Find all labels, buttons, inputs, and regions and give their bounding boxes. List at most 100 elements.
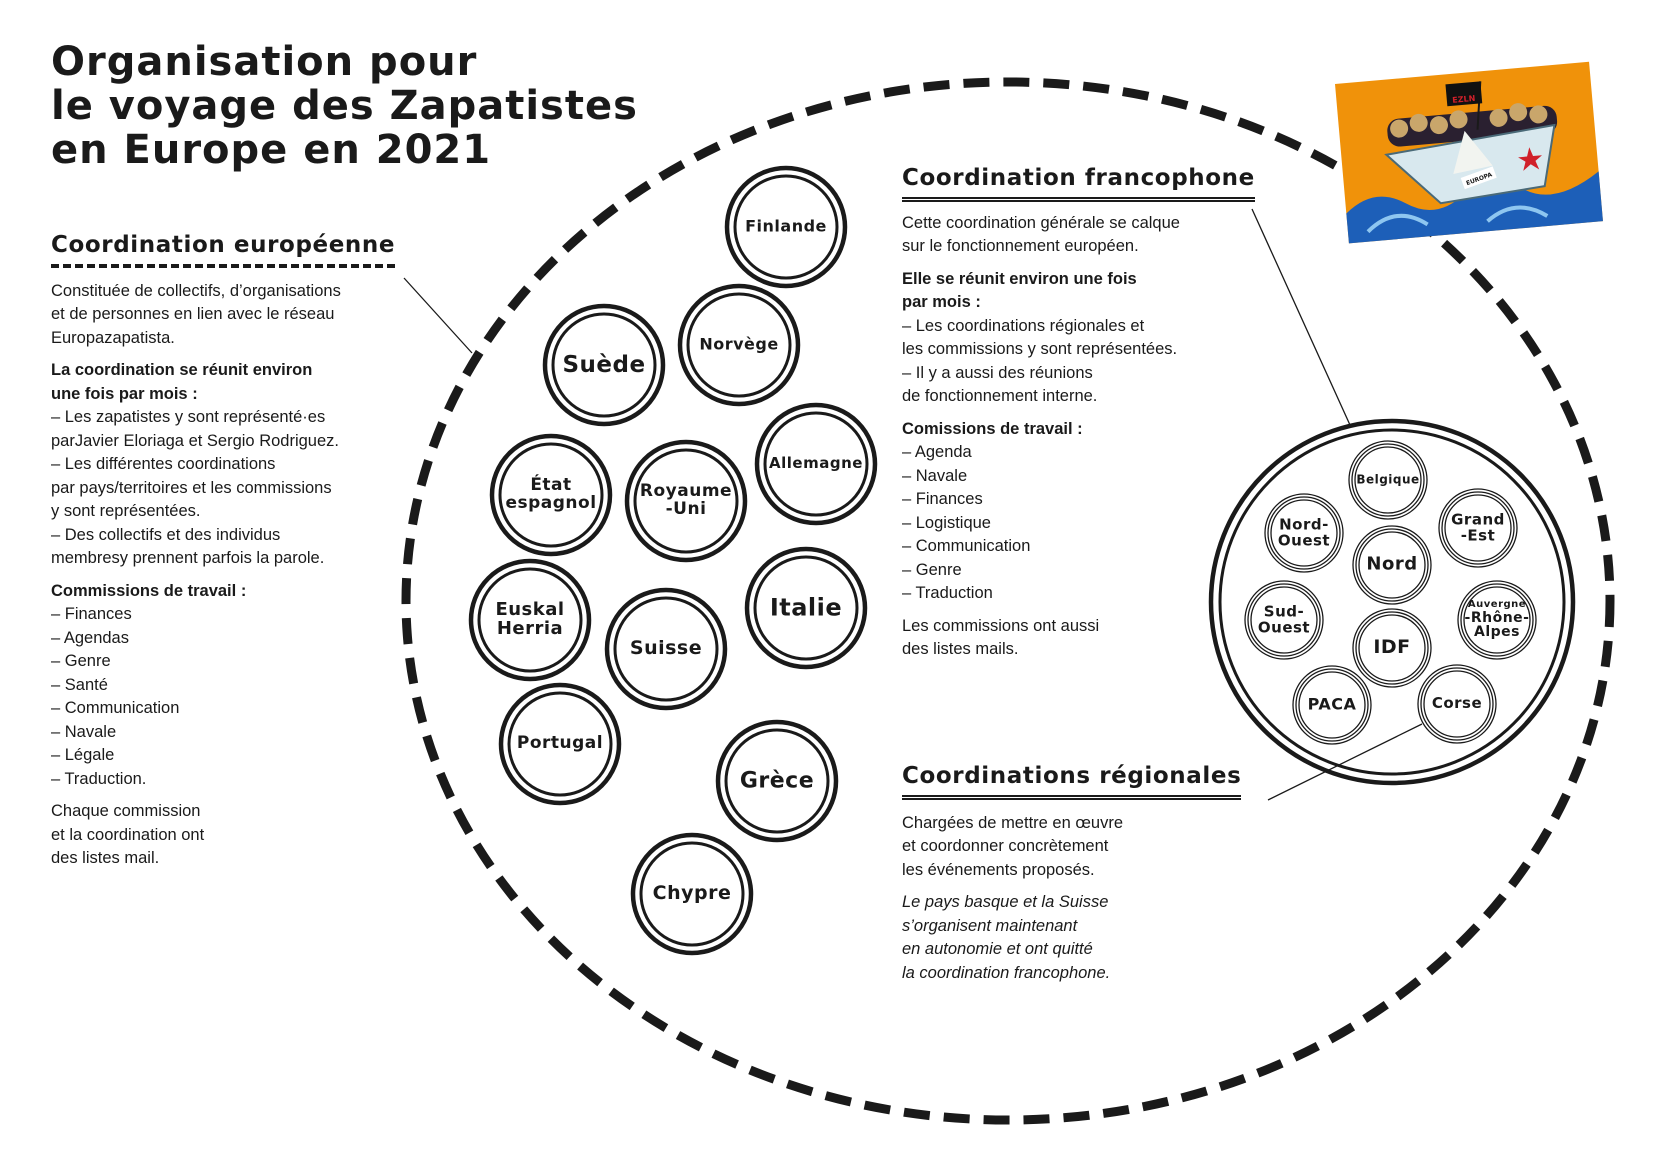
connector-regional <box>1267 723 1423 801</box>
text-line: par pays/territoires et les commissions <box>51 478 332 497</box>
region-node <box>1352 608 1432 688</box>
country-node <box>724 165 848 289</box>
text-line: – Genre <box>902 560 962 579</box>
country-label: Suède <box>562 351 646 378</box>
text-line: – Finances <box>51 605 132 623</box>
country-node <box>754 402 878 526</box>
text-line: Les commissions ont aussi <box>902 616 1100 635</box>
european-heading: Coordination européenne <box>51 233 396 268</box>
region-label: Nord-Ouest <box>1277 515 1331 549</box>
country-label: Allemagne <box>769 454 863 473</box>
region-node <box>1292 665 1372 745</box>
text-line: Elle se réunit environ une fois <box>902 269 1137 288</box>
region-node <box>1244 580 1324 660</box>
text-line: des listes mails. <box>902 640 1019 658</box>
european-commissions: Commissions de travail :– Finances– Agen… <box>51 580 395 792</box>
text-line: – Les coordinations régionales et <box>902 316 1145 335</box>
title-line: en Europe en 2021 <box>51 127 492 173</box>
text-line: La coordination se réunit environ <box>51 361 313 379</box>
region-node <box>1264 493 1344 573</box>
text-line: – Les différentes coordinations <box>51 455 276 473</box>
text-line: – Communication <box>902 537 1031 555</box>
text-line: Le pays basque et la Suisse <box>902 893 1109 911</box>
title-line: le voyage des Zapatistes <box>51 83 638 129</box>
region-label: Corse <box>1431 694 1483 713</box>
country-node <box>630 832 754 956</box>
text-line: – Des collectifs et des individus <box>51 525 281 544</box>
text-line: et coordonner concrètement <box>902 837 1109 855</box>
text-line: sur le fonctionnement européen. <box>902 237 1139 255</box>
country-node <box>677 283 801 407</box>
regional-heading: Coordinations régionales <box>902 764 1242 800</box>
commissions-heading: Comissions de travail : <box>902 419 1083 438</box>
text-line: – Finances <box>902 490 983 508</box>
european-intro: Constituée de collectifs, d’organisation… <box>51 280 395 351</box>
country-label: Chypre <box>652 882 732 905</box>
connector-francophone <box>1251 208 1351 426</box>
francophone-footer: Les commissions ont aussi des listes mail… <box>902 615 1255 662</box>
text-line: de fonctionnement interne. <box>902 387 1098 405</box>
text-line: y sont représentées. <box>51 502 201 520</box>
country-node <box>715 719 839 843</box>
region-label: Nord <box>1366 553 1418 575</box>
text-line: membresy prennent parfois la parole. <box>51 549 325 567</box>
country-node <box>498 682 622 806</box>
text-line: Cette coordination générale se calque <box>902 213 1180 232</box>
text-line: une fois par mois : <box>51 384 198 403</box>
text-line: – Traduction. <box>51 769 147 788</box>
country-label: Finlande <box>745 216 827 236</box>
region-label: Auvergne-Rhône-Alpes <box>1464 599 1530 641</box>
european-meeting: La coordination se réunit environ une foi… <box>51 359 395 571</box>
region-label: Sud-Ouest <box>1257 602 1311 636</box>
text-line: la coordination francophone. <box>902 963 1111 982</box>
francophone-intro: Cette coordination générale se calque sur… <box>902 212 1255 259</box>
francophone-meeting: Elle se réunit environ une fois par mois … <box>902 268 1255 409</box>
region-node <box>1352 525 1432 605</box>
european-footer: Chaque commission et la coordination ont d… <box>51 800 395 871</box>
text-line: – Navale <box>51 722 117 741</box>
text-line: Chaque commission <box>51 802 201 820</box>
zapatista-boat-illustration: EZLN EUROPA <box>1335 61 1603 244</box>
text-line: – Genre <box>51 652 111 670</box>
region-node <box>1457 580 1537 660</box>
text-line: – Les zapatistes y sont représenté·es <box>51 408 326 426</box>
page-title: Organisation pour le voyage des Zapatist… <box>51 40 638 172</box>
country-node <box>542 303 666 427</box>
country-node <box>604 587 728 711</box>
francophone-circle <box>1208 418 1576 786</box>
country-node <box>744 546 868 670</box>
text-line: par mois : <box>902 293 981 311</box>
text-line: – Agenda <box>902 443 972 461</box>
text-line: parJavier Eloriaga et Sergio Rodriguez. <box>51 431 339 450</box>
text-line: – Agendas <box>51 628 129 647</box>
francophone-section: Coordination francophone Cette coordinat… <box>902 166 1255 671</box>
region-node <box>1348 440 1428 520</box>
region-label: Grand-Est <box>1451 510 1505 544</box>
country-label: Italie <box>769 593 843 622</box>
text-line: – Légale <box>51 746 115 764</box>
region-node <box>1417 664 1497 744</box>
regional-intro: Chargées de mettre en œuvre et coordonner… <box>902 812 1241 883</box>
title-line: Organisation pour <box>51 39 478 85</box>
flag-text: EZLN <box>1452 94 1476 105</box>
text-line: – Il y a aussi des réunions <box>902 363 1093 382</box>
country-label: Royaume-Uni <box>639 481 733 519</box>
text-line: et la coordination ont <box>51 825 205 844</box>
country-label: Norvège <box>699 334 779 354</box>
text-line: Chargées de mettre en œuvre <box>902 813 1124 832</box>
text-line: – Santé <box>51 675 108 694</box>
country-node <box>489 433 613 557</box>
text-line: des listes mail. <box>51 849 160 867</box>
francophone-commissions: Comissions de travail :– Agenda– Navale–… <box>902 418 1255 606</box>
text-line: – Communication <box>51 699 180 717</box>
text-line: en autonomie et ont quitté <box>902 940 1093 958</box>
regional-section: Coordinations régionales Chargées de met… <box>902 764 1242 994</box>
text-line: s’organisent maintenant <box>902 916 1078 935</box>
text-line: et de personnes en lien avec le réseau <box>51 305 335 323</box>
text-line: Europazapatista. <box>51 328 175 347</box>
europe-dashed-boundary <box>401 77 1615 1125</box>
country-node <box>624 439 748 563</box>
country-label: Suisse <box>629 637 703 660</box>
